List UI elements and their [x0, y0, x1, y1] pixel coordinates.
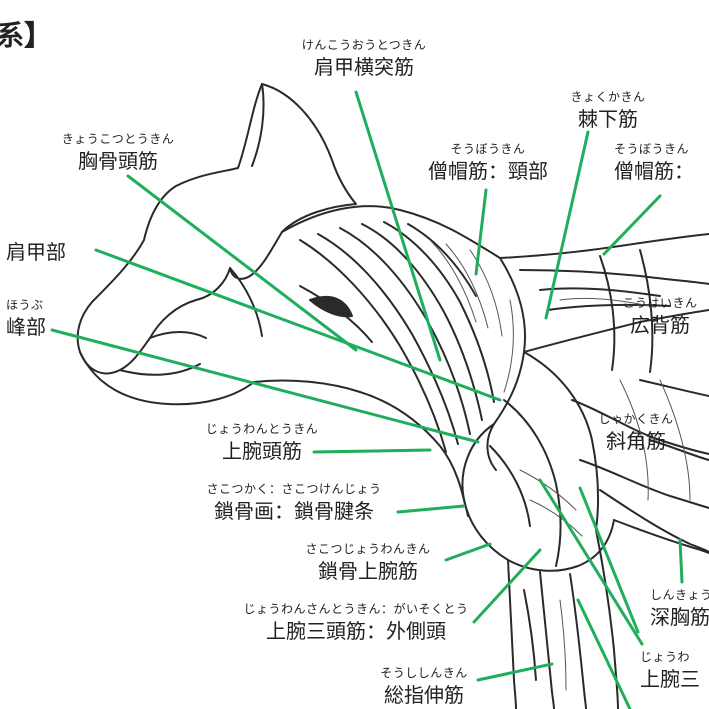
head-inner-ear — [251, 83, 265, 167]
label-text: 僧帽筋： — [614, 159, 694, 183]
ruby-text: さこつかく：さこつけんじょう — [206, 482, 382, 496]
leader-trapezius-other — [602, 194, 662, 256]
leader-sternocephalicus — [126, 174, 358, 352]
ruby-text: きょうこつとうきん — [61, 132, 175, 146]
label-text: 鎖骨上腕筋 — [317, 559, 418, 583]
leader-trapezius-neck — [474, 188, 488, 276]
leader-lines — [50, 90, 684, 709]
leader-triceps-lateral — [472, 548, 542, 624]
ruby-text: こうはいきん — [622, 296, 698, 310]
label-latissimus: こうはいきん 広背筋 — [622, 294, 697, 338]
label-deep-pectoral: しんきょう 深胸筋 — [650, 586, 709, 630]
label-clavicular: さこつかく：さこつけんじょう 鎖骨画：鎖骨腱条 — [206, 480, 381, 524]
leader-clavicular — [396, 504, 466, 514]
label-trapezius-other: そうぼうきん 僧帽筋： — [614, 140, 694, 184]
label-text: 斜角筋 — [605, 429, 666, 453]
label-text: 鎖骨画：鎖骨腱条 — [213, 499, 374, 523]
label-text: 広背筋 — [629, 313, 690, 337]
leader-triceps-right-2 — [578, 486, 640, 634]
label-triceps-right: じょうわ 上腕三 — [640, 648, 700, 692]
label-text: 総指伸筋 — [383, 683, 464, 707]
ruby-text: さこつじょうわんきん — [305, 542, 431, 556]
leader-triceps-right-1 — [538, 478, 644, 646]
ruby-text: ほうぶ — [6, 298, 44, 312]
label-text: 上腕頭筋 — [221, 439, 302, 463]
label-trapezius-neck: そうぼうきん 僧帽筋：頸部 — [428, 140, 548, 184]
neck-lower — [253, 379, 469, 517]
label-text: 肩甲部 — [6, 240, 66, 264]
label-text: 峰部 — [6, 315, 46, 339]
label-text: 僧帽筋：頸部 — [428, 159, 548, 183]
label-text: 棘下筋 — [577, 107, 638, 131]
leader-cleidobrachialis — [444, 542, 492, 562]
leader-triceps-right-3 — [576, 598, 632, 709]
leader-brachiocephalicus — [312, 448, 432, 454]
label-text: 胸骨頭筋 — [77, 149, 158, 173]
ruby-text: そうぼうきん — [450, 142, 526, 156]
leader-scapular-part — [94, 248, 502, 402]
leader-deep-pectoral — [678, 538, 684, 584]
label-triceps-lateral: じょうわんさんとうきん：がいそくとう 上腕三頭筋：外側頭 — [243, 600, 468, 644]
ruby-text: けんこうおうとつきん — [301, 38, 427, 52]
ruby-text: そうぼうきん — [614, 142, 690, 156]
label-brachiocephalicus: じょうわんとうきん 上腕頭筋 — [206, 420, 319, 464]
label-infraspinatus: きょくかきん 棘下筋 — [570, 88, 645, 132]
label-text: 上腕三頭筋：外側頭 — [265, 619, 446, 643]
forearm-right — [595, 529, 619, 709]
leader-acromion-part — [50, 328, 480, 444]
ruby-text: そうししんきん — [380, 666, 468, 680]
label-scalenus: しゃかくきん 斜角筋 — [598, 410, 673, 454]
ruby-text: じょうわ — [640, 650, 691, 664]
label-text: 深胸筋 — [650, 605, 709, 629]
label-text: 肩甲横突筋 — [314, 55, 414, 79]
ruby-text: しゃかくきん — [598, 412, 674, 426]
scapula-outline — [486, 257, 526, 471]
label-shoulder-transverse: けんこうおうとつきん 肩甲横突筋 — [302, 36, 427, 80]
label-scapular-part: 肩甲部 — [6, 238, 66, 265]
leader-infraspinatus — [544, 130, 590, 320]
ruby-text: しんきょう — [650, 588, 709, 602]
ruby-text: じょうわんさんとうきん：がいそくとう — [243, 602, 469, 616]
leader-shoulder-transverse — [354, 90, 442, 362]
forearm-left — [507, 559, 517, 709]
leader-common-digital — [476, 662, 554, 682]
ruby-text: きょくかきん — [570, 90, 646, 104]
label-text: 上腕三 — [640, 667, 700, 691]
page-title: 系】 — [0, 19, 53, 52]
label-cleidobrachialis: さこつじょうわんきん 鎖骨上腕筋 — [305, 540, 430, 584]
label-common-digital-extensor: そうししんきん 総指伸筋 — [380, 664, 468, 708]
label-acromion-part: ほうぶ 峰部 — [6, 296, 46, 340]
ruby-text: じょうわんとうきん — [205, 422, 319, 436]
upper-arm-outline — [461, 423, 615, 572]
label-sternocephalicus: きょうこつとうきん 胸骨頭筋 — [62, 130, 175, 174]
